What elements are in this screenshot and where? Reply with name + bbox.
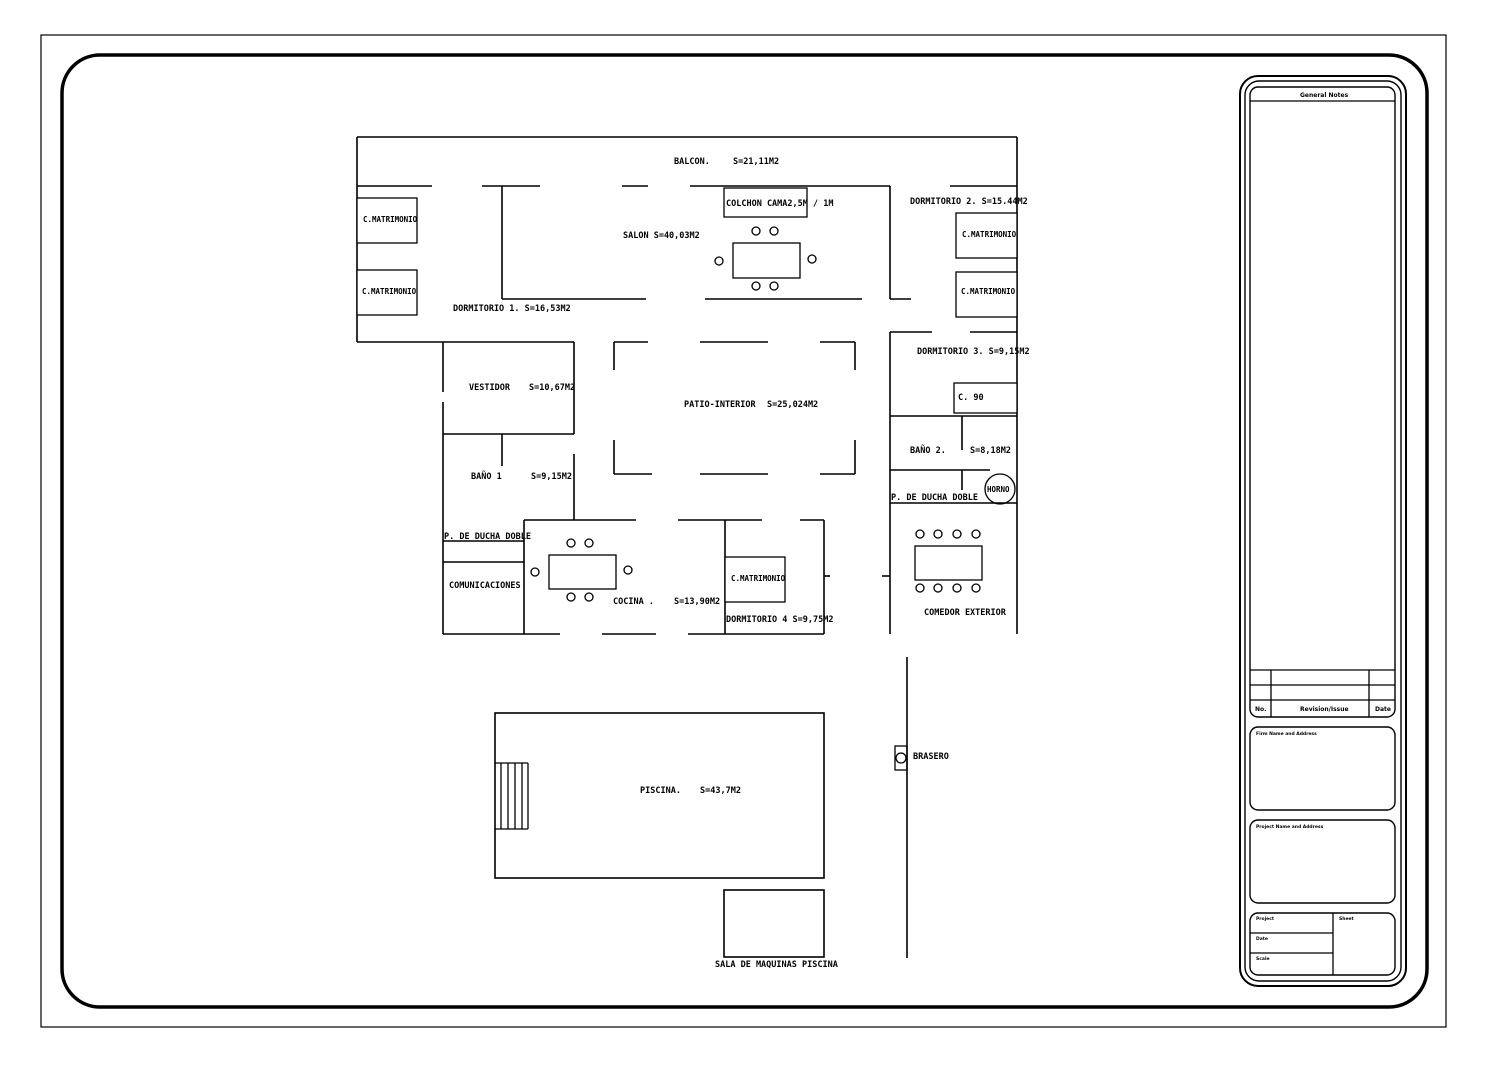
label-brasero: BRASERO xyxy=(913,752,949,762)
label-patio: PATIO-INTERIOR xyxy=(684,400,757,410)
pool xyxy=(494,712,825,879)
bed-2 xyxy=(356,269,418,316)
pool-area xyxy=(494,657,908,958)
general-notes-heading: General Notes xyxy=(1300,92,1349,99)
sheet-border xyxy=(40,34,1447,1028)
label-vestidor: VESTIDOR xyxy=(469,383,511,393)
title-block: General Notes No. Revision/Issue Date Fi… xyxy=(1239,75,1407,987)
bed-c90 xyxy=(953,382,1018,414)
label-bed-3: C.MATRIMONIO xyxy=(962,230,1017,239)
label-cocina: COCINA . xyxy=(613,597,654,607)
date-label: Date xyxy=(1256,936,1268,942)
revision-no-header: No. xyxy=(1255,706,1266,713)
label-comunicaciones: COMUNICACIONES xyxy=(449,581,521,591)
label-colchon: COLCHON CAMA2,5M / 1M xyxy=(726,199,833,209)
label-c90: C. 90 xyxy=(958,393,984,403)
label-salon: SALON S=40,03M2 xyxy=(623,231,700,241)
label-vestidor-area: S=10,67M2 xyxy=(529,383,575,393)
revision-date-header: Date xyxy=(1375,706,1391,713)
outdoor-table xyxy=(914,545,983,581)
scale-label: Scale xyxy=(1256,956,1270,962)
label-dormitorio-1: DORMITORIO 1. S=16,53M2 xyxy=(453,304,571,314)
label-dormitorio-3: DORMITORIO 3. S=9,15M2 xyxy=(917,347,1030,357)
label-bed-5: C.MATRIMONIO xyxy=(731,574,786,583)
oven xyxy=(984,473,1016,505)
bed-5 xyxy=(724,556,786,603)
label-ducha-1: P. DE DUCHA DOBLE xyxy=(444,532,531,542)
project-label: Project xyxy=(1256,916,1275,922)
kitchen-table xyxy=(548,554,617,590)
label-sala-maquinas: SALA DE MAQUINAS PISCINA xyxy=(715,960,838,970)
label-cocina-area: S=13,90M2 xyxy=(674,597,720,607)
project-name-label: Project Name and Address xyxy=(1256,824,1324,830)
room-labels: BALCON. S=21,11M2 COLCHON CAMA2,5M / 1M … xyxy=(362,157,1030,970)
label-bed-2: C.MATRIMONIO xyxy=(362,287,417,296)
label-dormitorio-2: DORMITORIO 2. S=15.44M2 xyxy=(910,197,1028,207)
mattress xyxy=(723,187,808,218)
bed-1 xyxy=(356,197,418,244)
bed-4 xyxy=(955,271,1018,318)
sheet-label: Sheet xyxy=(1339,916,1355,922)
bed-3 xyxy=(955,212,1018,259)
label-bano-1-area: S=9,15M2 xyxy=(531,472,572,482)
firm-label: Firm Name and Address xyxy=(1256,731,1317,737)
label-piscina-area: S=43,7M2 xyxy=(700,786,741,796)
label-bano-2: BAÑO 2. xyxy=(910,445,946,456)
label-bed-4: C.MATRIMONIO xyxy=(961,287,1016,296)
label-balcon: BALCON. xyxy=(674,157,710,167)
brasero-symbol xyxy=(895,752,907,764)
label-horno: HORNO xyxy=(987,485,1010,494)
label-comedor: COMEDOR EXTERIOR xyxy=(924,608,1007,618)
firm-panel xyxy=(1249,726,1396,811)
project-sheet-panel xyxy=(1249,912,1396,976)
label-ducha-2: P. DE DUCHA DOBLE xyxy=(891,493,978,503)
label-balcon-area: S=21,11M2 xyxy=(733,157,779,167)
salon-table xyxy=(732,242,801,279)
machine-room xyxy=(723,889,825,958)
revision-issue-header: Revision/Issue xyxy=(1300,706,1349,713)
label-patio-area: S=25,024M2 xyxy=(767,400,818,410)
label-bed-1: C.MATRIMONIO xyxy=(363,215,418,224)
furniture xyxy=(356,187,1018,603)
label-bano-1: BAÑO 1 xyxy=(471,471,502,482)
general-notes-panel xyxy=(1249,86,1396,718)
drawing-frame xyxy=(60,53,1429,1009)
label-bano-2-area: S=8,18M2 xyxy=(970,446,1011,456)
label-piscina: PISCINA. xyxy=(640,786,681,796)
project-name-panel xyxy=(1249,819,1396,904)
label-dormitorio-4: DORMITORIO 4 S=9,75M2 xyxy=(726,615,833,625)
